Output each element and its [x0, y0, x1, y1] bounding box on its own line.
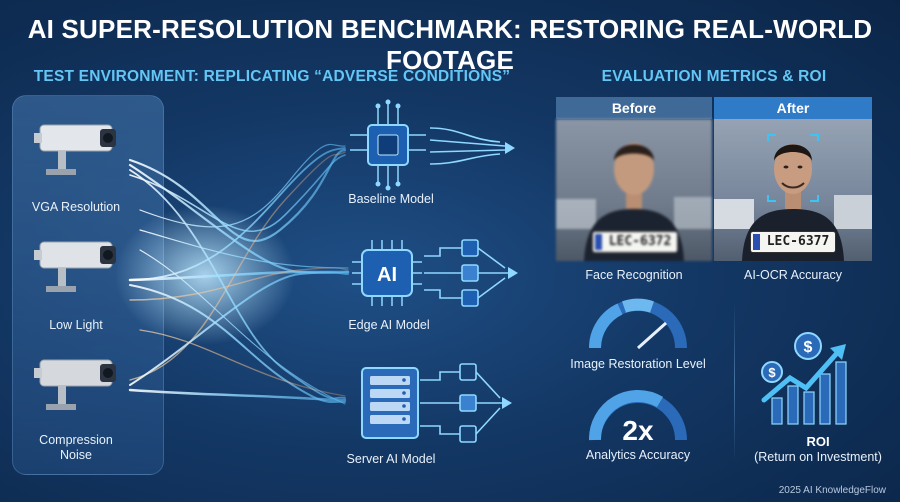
model-label-server-ai: Server AI Model	[346, 452, 436, 466]
camera-icon	[34, 124, 116, 175]
license-plate-before: LEC-6372	[592, 231, 678, 253]
ocr-accuracy-label: AI-OCR Accuracy	[744, 268, 842, 282]
svg-text:$: $	[768, 365, 776, 380]
footer-credit: 2025 AI KnowledgeFlow	[778, 485, 886, 496]
roi-subtitle: (Return on Investment)	[754, 450, 882, 464]
edge-ai-chip-icon	[352, 240, 422, 306]
dollar-coin-icon: $	[794, 332, 822, 360]
face-detection-box	[767, 134, 819, 202]
server-output-network	[420, 363, 512, 443]
analytics-gauge-icon	[588, 389, 687, 441]
server-icon	[361, 367, 419, 439]
analytics-accuracy-label: Analytics Accuracy	[585, 448, 691, 462]
condition-compression-noise: Compression Noise	[39, 433, 113, 462]
license-plate-after: LEC-6377	[750, 231, 836, 253]
model-label-edge-ai: Edge AI Model	[348, 318, 430, 332]
metrics-divider	[734, 302, 735, 462]
image-restoration-label: Image Restoration Level	[570, 357, 706, 371]
roi-title: ROI	[806, 434, 830, 449]
before-photo: LEC-6372	[556, 119, 712, 261]
evaluation-metrics-heading: EVALUATION METRICS & ROI	[601, 68, 827, 85]
test-environment-heading: TEST ENVIRONMENT: REPLICATING “ADVERSE C…	[33, 68, 511, 85]
page-title: AI SUPER-RESOLUTION BENCHMARK: RESTORING…	[27, 14, 873, 75]
before-header: Before	[556, 97, 712, 119]
condition-low-light: Low Light	[49, 318, 103, 332]
baseline-output-arrows	[429, 127, 515, 165]
dollar-coin-icon: $	[761, 361, 783, 383]
svg-text:$: $	[804, 339, 813, 356]
camera-icon	[34, 359, 116, 410]
restoration-gauge-icon	[589, 298, 687, 350]
model-label-baseline: Baseline Model	[348, 192, 434, 206]
baseline-chip-icon	[350, 99, 426, 191]
face-recognition-label: Face Recognition	[585, 268, 683, 282]
condition-vga-resolution: VGA Resolution	[31, 200, 121, 214]
roi-growth-icon	[761, 344, 847, 425]
after-photo: LEC-6377	[714, 119, 872, 261]
analytics-value: 2x	[622, 415, 654, 446]
data-streams	[128, 143, 350, 405]
camera-icon	[34, 241, 116, 292]
after-header: After	[714, 97, 872, 119]
edge-chip-text: AI	[377, 264, 397, 286]
edge-output-network	[424, 239, 518, 307]
